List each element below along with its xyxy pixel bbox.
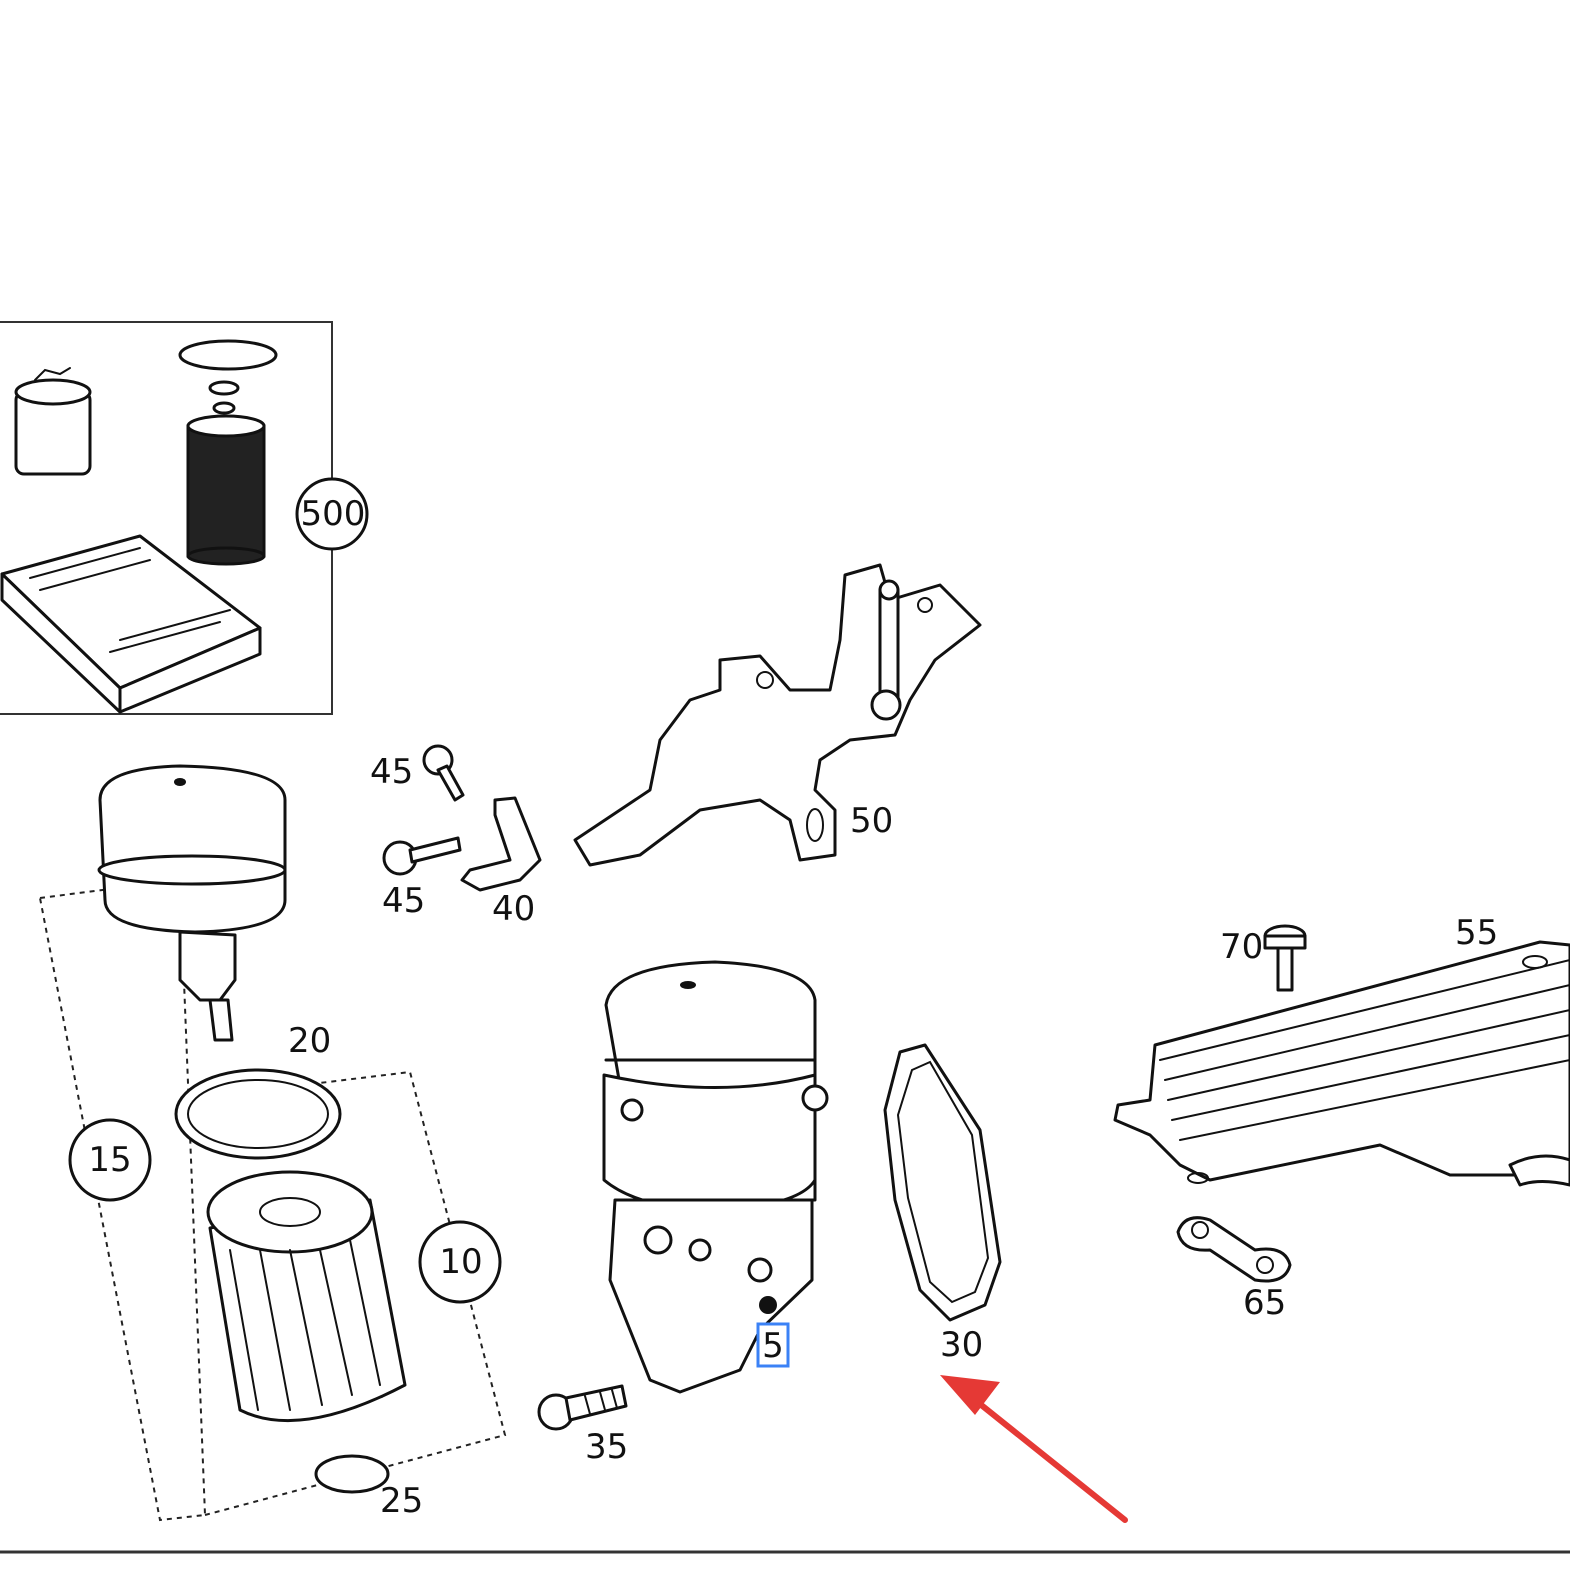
label-40: 40 [492,889,535,929]
fuel-filter-icon [14,367,92,476]
filter-housing-cap-icon [97,764,287,1042]
o-ring-20-icon [174,1068,342,1160]
bolt-70-icon [1263,924,1307,992]
label-50: 50 [850,801,893,841]
o-ring-icon [178,339,278,371]
kit-inset: 500 [0,321,369,715]
mounting-bracket-50-icon [573,563,982,867]
gasket-30-icon [883,1043,1002,1322]
oil-filter-housing-5-icon [602,960,829,1394]
red-arrow-icon [940,1375,1128,1523]
o-ring-25-icon [314,1454,390,1494]
bolt-icon [382,836,462,876]
label-5: 5 [762,1326,784,1366]
washer-icon [208,380,240,396]
oil-filter-cartridge-icon [186,414,266,566]
washer-small-icon [212,401,236,415]
bolt-35-icon [537,1384,628,1431]
highlight-box-5 [756,1322,790,1368]
bolts-45: 45 45 40 [370,744,542,929]
label-20: 20 [288,1021,331,1061]
callout-15 [68,1118,152,1202]
label-55: 55 [1455,913,1498,953]
label-70: 70 [1220,927,1263,967]
label-45-bottom: 45 [382,881,425,921]
bolt-icon [422,744,465,802]
oil-filter-element-icon [206,1170,407,1423]
label-65: 65 [1243,1283,1286,1323]
bracket-40-icon [460,796,542,892]
label-30: 30 [940,1325,983,1365]
seal-65-icon [1176,1216,1292,1283]
callout-10 [418,1220,502,1304]
label-15: 15 [88,1140,131,1180]
label-25: 25 [380,1481,423,1521]
label-45-top: 45 [370,752,413,792]
oil-cooler-55-icon [1113,940,1570,1187]
left-filter-group: 20 15 10 25 [38,764,507,1522]
label-10: 10 [439,1242,482,1282]
callout-500 [295,477,369,551]
label-35: 35 [585,1427,628,1467]
air-filter-icon [0,534,262,714]
label-500: 500 [301,494,366,534]
